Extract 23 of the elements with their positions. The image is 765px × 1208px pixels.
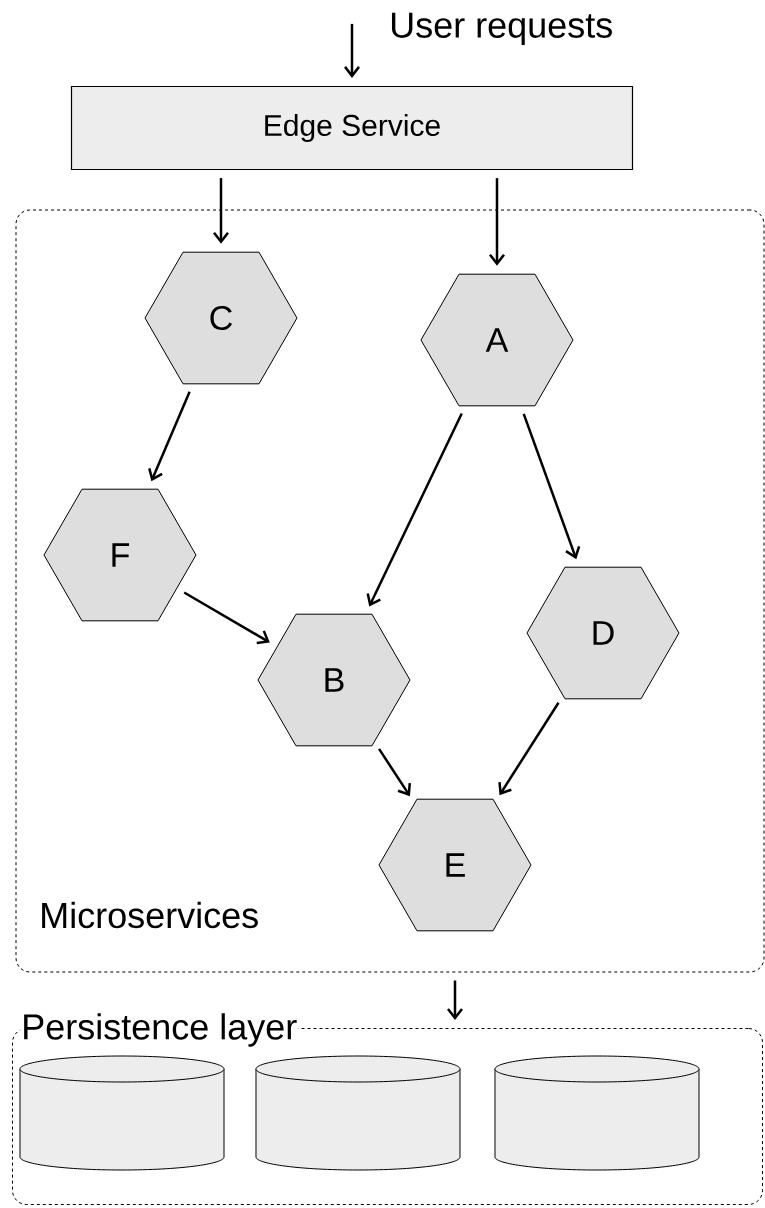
- database-cylinder: [255, 1055, 461, 1171]
- group-title: Microservices: [42, 901, 258, 929]
- database-cylinder: [19, 1055, 225, 1171]
- arrow: [366, 413, 463, 607]
- database-cylinder: [494, 1055, 700, 1171]
- edge-label: User requests: [388, 11, 615, 47]
- service-hexagon: D: [526, 566, 680, 700]
- arrow: [489, 178, 505, 266]
- arrow: [213, 178, 229, 244]
- arrow: [148, 391, 191, 482]
- arrow: [522, 413, 581, 560]
- group-title: Persistence layer: [20, 1012, 299, 1048]
- arrow: [183, 591, 270, 645]
- service-hexagon: C: [144, 251, 298, 385]
- service-hexagon: A: [420, 273, 574, 407]
- arrow: [498, 702, 560, 796]
- arrow: [344, 23, 360, 78]
- service-box: Edge Service: [70, 85, 634, 171]
- arrow: [447, 980, 463, 1020]
- service-hexagon: F: [43, 488, 197, 622]
- service-hexagon: E: [378, 798, 532, 932]
- arrow: [378, 748, 411, 797]
- service-hexagon: B: [257, 613, 411, 747]
